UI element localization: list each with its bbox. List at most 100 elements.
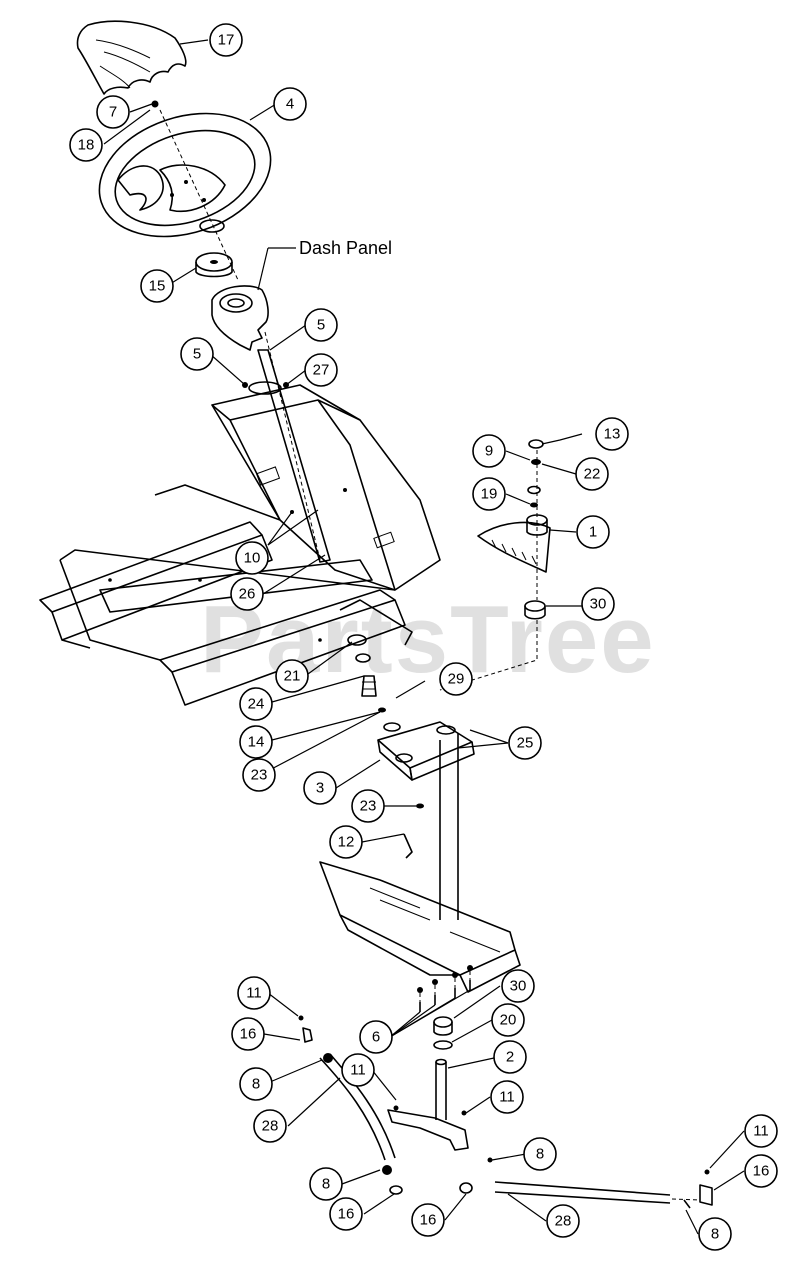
svg-text:4: 4 [286, 96, 294, 113]
svg-text:22: 22 [584, 466, 601, 483]
callout-8-center: 8 [523, 1137, 557, 1171]
steering-wheel [98, 112, 272, 238]
callout-5-left: 5 [180, 337, 214, 371]
callout-16-lower-center: 16 [411, 1203, 445, 1237]
callout-9: 9 [472, 434, 506, 468]
svg-text:2: 2 [506, 1049, 514, 1066]
svg-text:16: 16 [240, 1026, 257, 1043]
callout-23-upper: 23 [242, 758, 276, 792]
svg-text:8: 8 [536, 1146, 544, 1163]
callout-4: 4 [273, 87, 307, 121]
callout-11-right-arm: 11 [490, 1080, 524, 1114]
leader-lines [103, 39, 745, 1235]
svg-text:11: 11 [350, 1062, 366, 1079]
steering-bracket [377, 721, 475, 859]
callout-6: 6 [359, 1020, 393, 1054]
svg-text:5: 5 [317, 317, 325, 334]
svg-text:13: 13 [604, 426, 621, 443]
callout-13: 13 [595, 417, 629, 451]
svg-text:17: 17 [218, 32, 235, 49]
callout-18: 18 [69, 128, 103, 162]
svg-text:28: 28 [555, 1213, 572, 1230]
steering-arm [387, 1016, 469, 1151]
bolt-set [419, 980, 471, 1012]
svg-text:21: 21 [284, 668, 301, 685]
callout-30-lower: 30 [501, 969, 535, 1003]
callout-11-far-right: 11 [744, 1114, 778, 1148]
callout-11-left: 11 [237, 976, 271, 1010]
callout-25: 25 [508, 726, 542, 760]
svg-text:29: 29 [448, 671, 465, 688]
callout-17: 17 [209, 23, 243, 57]
svg-text:24: 24 [248, 696, 265, 713]
callout-22: 22 [575, 457, 609, 491]
svg-text:23: 23 [360, 798, 377, 815]
callout-16-far-right: 16 [744, 1154, 778, 1188]
svg-text:20: 20 [500, 1012, 517, 1029]
callout-3: 3 [303, 771, 337, 805]
svg-text:8: 8 [322, 1176, 330, 1193]
svg-text:11: 11 [753, 1123, 769, 1140]
svg-text:1: 1 [589, 524, 597, 541]
svg-text:11: 11 [499, 1089, 515, 1106]
svg-text:15: 15 [149, 278, 166, 295]
callout-28-left: 28 [253, 1109, 287, 1143]
svg-text:16: 16 [338, 1206, 355, 1223]
callout-7: 7 [96, 95, 130, 129]
callout-8-upper-left: 8 [239, 1067, 273, 1101]
svg-text:3: 3 [316, 780, 324, 797]
callout-19: 19 [472, 477, 506, 511]
callout-5-right: 5 [304, 308, 338, 342]
svg-text:30: 30 [510, 978, 527, 995]
svg-text:18: 18 [78, 137, 95, 154]
svg-text:11: 11 [246, 985, 262, 1002]
callout-21: 21 [275, 659, 309, 693]
callout-16-upper-left: 16 [231, 1017, 265, 1051]
svg-text:12: 12 [338, 834, 355, 851]
svg-text:16: 16 [753, 1163, 770, 1180]
svg-text:6: 6 [372, 1029, 380, 1046]
callout-2: 2 [493, 1040, 527, 1074]
dash-panel-label: Dash Panel [299, 238, 392, 258]
callout-30-upper: 30 [581, 587, 615, 621]
callout-8-lower-left: 8 [309, 1167, 343, 1201]
callout-16-lower-left: 16 [329, 1197, 363, 1231]
callout-20: 20 [491, 1003, 525, 1037]
steering-wheel-cap [76, 20, 187, 108]
pinion-gear [347, 634, 386, 713]
lower-frame-plate [319, 861, 521, 1012]
callout-28-right: 28 [546, 1204, 580, 1238]
callout-23-lower: 23 [351, 789, 385, 823]
svg-text:19: 19 [481, 486, 498, 503]
callout-29: 29 [439, 662, 473, 696]
svg-text:30: 30 [590, 596, 607, 613]
svg-text:14: 14 [248, 734, 265, 751]
svg-text:28: 28 [262, 1118, 279, 1135]
callout-15: 15 [140, 269, 174, 303]
svg-text:7: 7 [109, 104, 117, 121]
steering-tube [439, 733, 459, 920]
svg-text:10: 10 [244, 550, 261, 567]
svg-text:26: 26 [239, 586, 256, 603]
callout-1: 1 [576, 515, 610, 549]
callout-24: 24 [239, 687, 273, 721]
callout-11-center: 11 [341, 1053, 375, 1087]
callout-14: 14 [239, 725, 273, 759]
callout-27: 27 [304, 353, 338, 387]
drag-link-right [459, 1157, 713, 1209]
drag-link-left [298, 1015, 403, 1195]
svg-text:8: 8 [252, 1076, 260, 1093]
svg-text:27: 27 [313, 362, 330, 379]
svg-text:5: 5 [193, 346, 201, 363]
svg-text:23: 23 [251, 767, 268, 784]
svg-text:8: 8 [711, 1226, 719, 1243]
dash-tower [211, 384, 441, 591]
wheel-adapter [195, 252, 233, 278]
callout-8-lower-right: 8 [698, 1217, 732, 1251]
svg-text:16: 16 [420, 1212, 437, 1229]
dash-panel-bezel [211, 285, 269, 351]
callout-10: 10 [235, 541, 269, 575]
callout-26: 26 [230, 577, 264, 611]
